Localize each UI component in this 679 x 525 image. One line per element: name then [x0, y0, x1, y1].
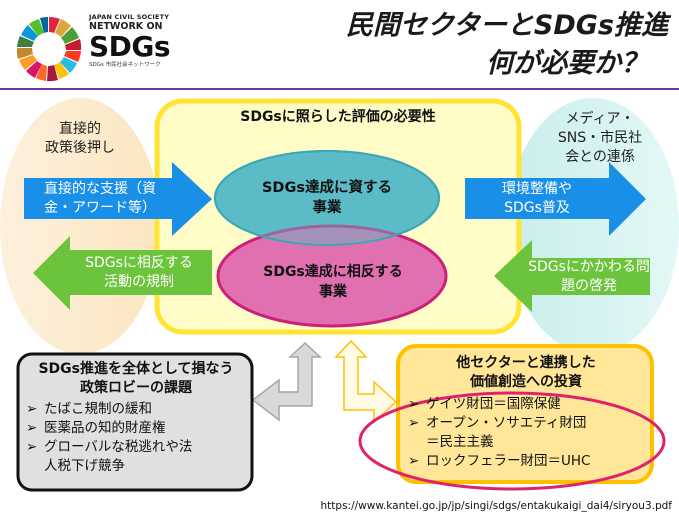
- source-url: https://www.kantei.go.jp/jp/singi/sdgs/e…: [320, 500, 672, 512]
- investment-item-2: ＝民主主義: [426, 434, 494, 450]
- pink-ellipse-text: SDGs達成に相反する 事業: [228, 262, 438, 302]
- yellow-connector-arrow: [334, 339, 398, 424]
- lobby-item-1: 医薬品の知的財産権: [44, 420, 166, 436]
- pink-text-l1: SDGs達成に相反する: [263, 264, 403, 280]
- investment-content: 他セクターと連携した 価値創造への投資 ➢ ゲイツ財団＝国際保健 ➢ オープン・ソサ…: [406, 354, 646, 471]
- right-blue-text-l2: SDGs普及: [504, 200, 570, 216]
- pink-text-l2: 事業: [319, 284, 347, 300]
- bullet-arrow-icon: ➢: [408, 415, 420, 431]
- bullet-arrow-icon: ➢: [408, 453, 420, 469]
- teal-ellipse-text: SDGs達成に資する 事業: [225, 178, 429, 218]
- right-green-text-l2: 題の啓発: [561, 278, 617, 294]
- lobby-title: SDGs推進を全体として損なう 政策ロビーの課題: [24, 360, 248, 398]
- list-item: ➢ たばこ規制の緩和: [24, 400, 248, 419]
- right-oval-label-l3: 会との連係: [565, 149, 635, 165]
- left-blue-arrow: [24, 162, 212, 236]
- lobby-issues-box: [16, 352, 254, 492]
- left-oval-label-l2: 政策後押し: [45, 140, 115, 156]
- logo-line2: NETWORK ON: [89, 21, 163, 32]
- investment-title-l2: 価値創造への投資: [470, 374, 582, 390]
- lobby-item-0: たばこ規制の緩和: [44, 401, 152, 417]
- right-blue-text-l1: 環境整備や: [502, 181, 572, 197]
- title-line2: 何が必要か？: [486, 48, 648, 79]
- right-green-arrow-text: SDGsにかかわる問 題の啓発: [524, 258, 654, 296]
- bullet-arrow-icon: ➢: [26, 420, 38, 436]
- teal-ellipse-overlay: [214, 150, 440, 246]
- center-heading: SDGsに照らした評価の必要性: [240, 109, 436, 125]
- bullet-arrow-icon: ➢: [408, 396, 420, 412]
- pink-ellipse: [216, 224, 448, 328]
- investment-title-l1: 他セクターと連携した: [456, 355, 596, 371]
- lobby-item-2: グローバルな税逃れや法: [44, 439, 193, 455]
- bullet-arrow-icon: ➢: [26, 439, 38, 455]
- highlight-ellipse: [358, 391, 666, 491]
- teal-text-l2: 事業: [312, 200, 342, 216]
- lobby-title-l1: SDGs推進を全体として損なう: [38, 361, 234, 377]
- logo-line1: JAPAN CIVIL SOCIETY: [89, 13, 170, 21]
- investment-box: [396, 344, 654, 484]
- right-green-text-l1: SDGsにかかわる問: [528, 259, 650, 275]
- right-green-arrow: [494, 240, 650, 312]
- logo-line4: SDGs 市民社会ネットワーク: [89, 62, 161, 68]
- list-item: ＝民主主義: [406, 433, 646, 452]
- list-item: ➢ ゲイツ財団＝国際保健: [406, 395, 646, 414]
- investment-item-0: ゲイツ財団＝国際保健: [426, 396, 561, 412]
- left-blue-arrow-text: 直接的な支援（資 金・アワード等）: [26, 180, 174, 218]
- left-green-arrow-text: SDGsに相反する 活動の規制: [66, 254, 212, 292]
- left-blue-text-l2: 金・アワード等）: [44, 200, 156, 216]
- list-item: ➢ グローバルな税逃れや法: [24, 438, 248, 457]
- investment-list: ➢ ゲイツ財団＝国際保健 ➢ オープン・ソサエティ財団 ＝民主主義 ➢ ロックフェラー…: [406, 395, 646, 471]
- lobby-list: ➢ たばこ規制の緩和 ➢ 医薬品の知的財産権 ➢ グローバルな税逃れや法 人税下げ競争: [24, 400, 248, 476]
- investment-item-3: ロックフェラー財団＝UHC: [426, 453, 591, 469]
- investment-title: 他セクターと連携した 価値創造への投資: [406, 354, 646, 392]
- left-blue-text-l1: 直接的な支援（資: [44, 181, 156, 197]
- teal-text-l1: SDGs達成に資する: [261, 180, 392, 196]
- investment-item-1: オープン・ソサエティ財団: [426, 415, 587, 431]
- list-item: ➢ ロックフェラー財団＝UHC: [406, 452, 646, 471]
- right-oval-label-l2: SNS・市民社: [557, 130, 643, 146]
- right-blue-arrow: [465, 162, 646, 236]
- lobby-item-3: 人税下げ競争: [44, 458, 125, 474]
- logo-text: JAPAN CIVIL SOCIETY NETWORK ON SDGs SDGs…: [89, 13, 171, 69]
- right-oval-label: メディア・ SNS・市民社 会との連係: [540, 110, 660, 167]
- list-item: ➢ 医薬品の知的財産権: [24, 419, 248, 438]
- left-green-text-l2: 活動の規制: [104, 274, 174, 290]
- left-oval-label-l1: 直接的: [59, 121, 101, 137]
- sdgs-wheel-icon: [16, 16, 82, 82]
- left-green-arrow: [33, 236, 212, 310]
- list-item: 人税下げ競争: [24, 457, 248, 476]
- lobby-title-l2: 政策ロビーの課題: [80, 380, 192, 396]
- left-oval-label: 直接的 政策後押し: [20, 120, 140, 158]
- gray-connector-arrow: [251, 341, 322, 422]
- left-green-text-l1: SDGsに相反する: [85, 255, 193, 271]
- title-line1: 民間セクターとSDGs推進: [345, 10, 668, 41]
- bullet-arrow-icon: ➢: [26, 401, 38, 417]
- right-oval-label-l1: メディア・: [565, 111, 635, 127]
- list-item: ➢ オープン・ソサエティ財団: [406, 414, 646, 433]
- lobby-issues-content: SDGs推進を全体として損なう 政策ロビーの課題 ➢ たばこ規制の緩和 ➢ 医薬品の…: [24, 360, 248, 476]
- logo-line3: SDGs: [89, 30, 171, 63]
- right-blue-arrow-text: 環境整備や SDGs普及: [467, 180, 607, 218]
